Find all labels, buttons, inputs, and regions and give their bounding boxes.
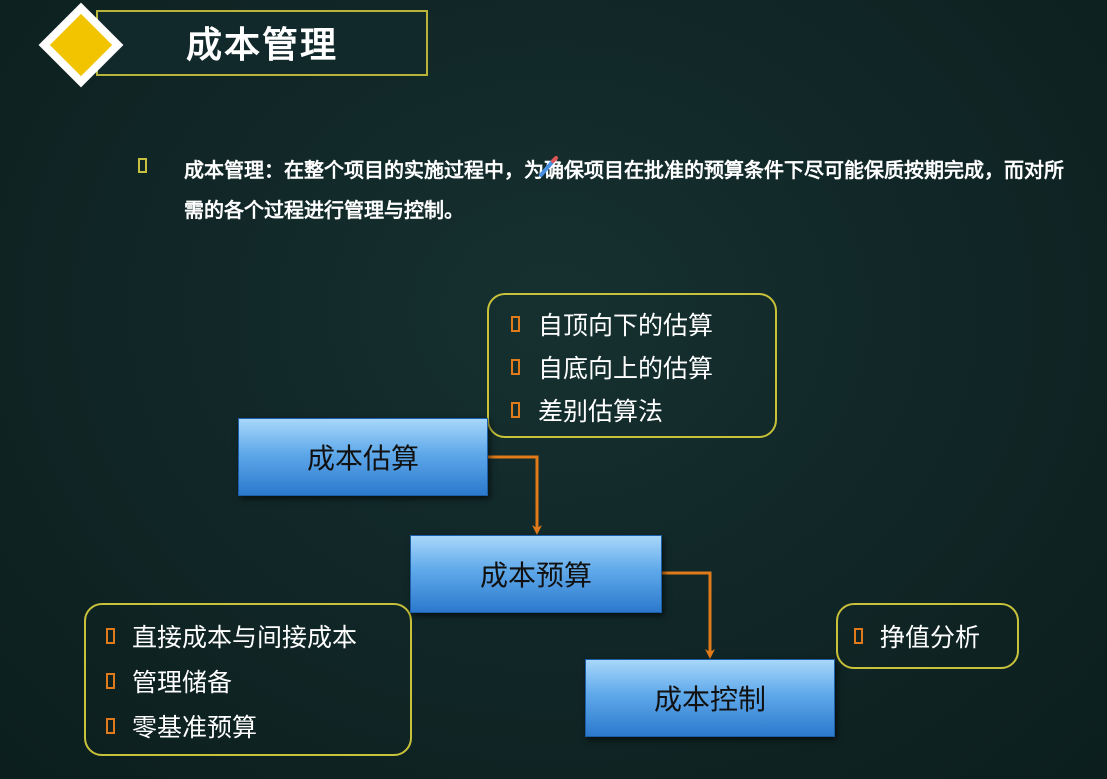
square-bullet-icon — [138, 158, 147, 173]
title-frame — [96, 10, 428, 76]
square-bullet-icon — [106, 628, 115, 644]
note-estimate-methods — [487, 293, 777, 438]
process-cost-estimate: 成本估算 — [238, 418, 488, 496]
square-bullet-icon — [854, 628, 863, 644]
slide-title: 成本管理 — [186, 25, 339, 66]
note-control-methods — [836, 603, 1019, 669]
arrow-estimate-to-budget — [488, 455, 542, 535]
square-bullet-icon — [106, 673, 115, 689]
note-item: 直接成本与间接成本 — [132, 623, 358, 652]
arrow-budget-to-control — [662, 571, 715, 659]
process-cost-control: 成本控制 — [585, 659, 835, 737]
note-item: 挣值分析 — [880, 623, 981, 652]
process-cost-budget: 成本预算 — [410, 535, 662, 613]
note-item: 自顶向下的估算 — [538, 311, 714, 340]
note-item: 零基准预算 — [132, 713, 258, 742]
pen-icon — [539, 156, 558, 177]
intro-paragraph: 成本管理：在整个项目的实施过程中，为确保项目在批准的预算条件下尽可能保质按期完成… — [184, 158, 1064, 222]
note-item: 管理储备 — [132, 668, 233, 697]
note-item: 自底向上的估算 — [538, 354, 714, 383]
square-bullet-icon — [511, 402, 520, 418]
diamond-icon — [38, 2, 124, 88]
note-item: 差别估算法 — [538, 397, 664, 426]
note-budget-items — [84, 603, 412, 756]
square-bullet-icon — [511, 316, 520, 332]
square-bullet-icon — [511, 359, 520, 375]
square-bullet-icon — [106, 718, 115, 734]
